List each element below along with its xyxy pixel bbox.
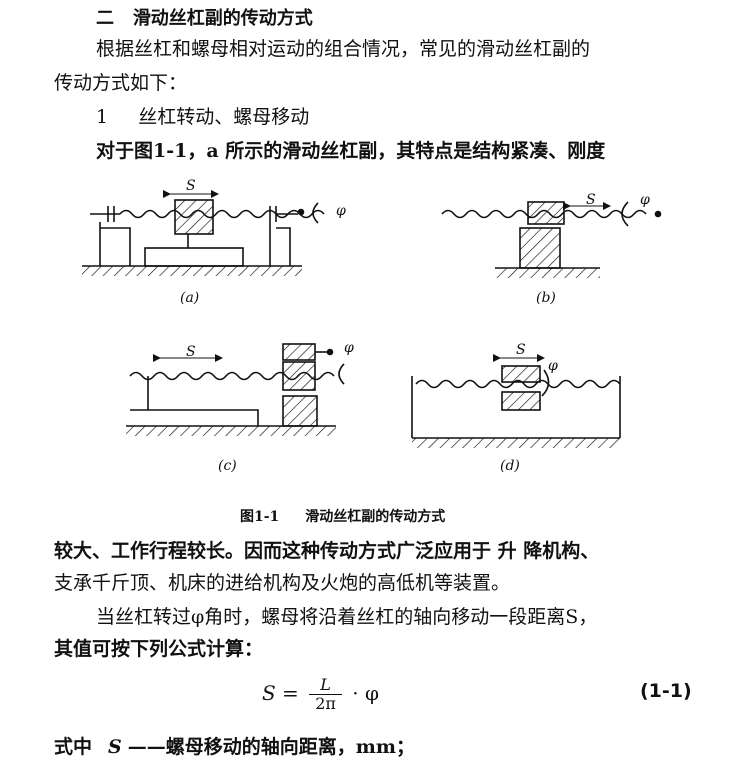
subsection-title: 丝杠转动、螺母移动	[138, 106, 310, 128]
formula-rhs: · φ	[352, 681, 379, 705]
figure-caption: 图1-1 滑动丝杠副的传动方式	[240, 506, 445, 526]
figure-a-label: (a)	[180, 290, 200, 306]
figure-a-s-symbol: S	[186, 178, 196, 194]
subsection-heading: 1 丝杠转动、螺母移动	[96, 104, 309, 130]
section-number: 二	[96, 8, 114, 29]
figure-a-phi-symbol: φ	[336, 203, 346, 219]
figure-c-phi-symbol: φ	[344, 340, 354, 356]
subsection-number: 1	[96, 106, 109, 128]
where-clause: 式中 S——螺母移动的轴向距离，mm；	[54, 734, 415, 760]
figure-b-label: (b)	[536, 290, 556, 306]
formula-numerator: L	[309, 676, 342, 695]
figure-a-drawing	[82, 190, 325, 276]
figure-b-s-symbol: S	[586, 192, 596, 208]
formula: S = L 2π · φ	[262, 676, 379, 713]
where-description: ——螺母移动的轴向距离，mm；	[127, 736, 415, 758]
formula-lhs: S =	[262, 681, 299, 705]
figure-d-drawing	[411, 354, 621, 448]
section-heading: 二 滑动丝杠副的传动方式	[96, 6, 313, 32]
where-symbol: S	[108, 736, 122, 758]
figure-d-s-symbol: S	[516, 342, 526, 358]
paragraph-4-line-2: 其值可按下列公式计算：	[54, 638, 264, 660]
paragraph-2-line-1: 对于图1-1，a 所示的滑动丝杠副，其特点是结构紧凑、刚度	[96, 140, 606, 162]
section-title: 滑动丝杠副的传动方式	[132, 8, 313, 29]
figure-c-label: (c)	[218, 458, 237, 474]
paragraph-3-line-2: 支承千斤顶、机床的进给机构及火炮的高低机等装置。	[54, 572, 511, 594]
figure-d-phi-symbol: φ	[548, 358, 558, 374]
figure-caption-text: 滑动丝杠副的传动方式	[305, 509, 446, 525]
paragraph-1-line-2: 传动方式如下：	[54, 72, 188, 94]
figure-caption-number: 图1-1	[240, 509, 280, 525]
where-prefix: 式中	[54, 736, 93, 758]
figure-c-drawing	[126, 343, 345, 436]
figure-d-label: (d)	[500, 458, 520, 474]
paragraph-4-line-1: 当丝杠转过φ角时，螺母将沿着丝杠的轴向移动一段距离S，	[96, 606, 598, 628]
figure-b-phi-symbol: φ	[640, 192, 650, 208]
formula-denominator: 2π	[315, 694, 336, 713]
paragraph-3-line-1: 较大、工作行程较长。因而这种传动方式广泛应用于 升 降机构、	[54, 540, 600, 562]
figure-c-s-symbol: S	[186, 344, 196, 360]
equation-number: (1-1)	[640, 680, 692, 702]
paragraph-1-line-1: 根据丝杠和螺母相对运动的组合情况，常见的滑动丝杠副的	[96, 38, 591, 60]
figure-b-drawing	[441, 201, 662, 278]
formula-fraction: L 2π	[309, 676, 342, 713]
